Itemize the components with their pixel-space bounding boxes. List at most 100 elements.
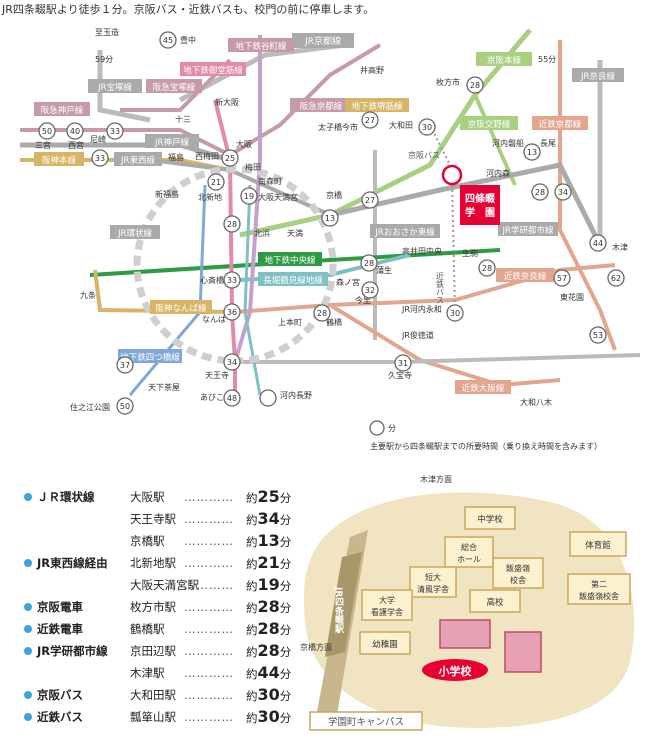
school-label-line2: 学 園 xyxy=(465,206,495,219)
svg-text:28: 28 xyxy=(535,188,545,197)
legend-circle xyxy=(369,420,385,436)
time-row-value: 約34分 xyxy=(246,508,291,531)
time-row-minutes: 44 xyxy=(257,663,280,682)
stn-toyonaka: 豊中 xyxy=(180,35,196,45)
stn-uehommachi: 上本町 xyxy=(278,317,302,327)
bldg-univ-2: 看護学舎 xyxy=(371,607,403,617)
station-labels: 新大阪 十三 大阪 梅田 西梅田 北新地 福島 新福島 南森町 大阪天満宮 天満… xyxy=(35,35,628,412)
line-labels: JR京都線 地下鉄谷町線 地下鉄御堂筋線 JR宝塚線 阪急宝塚線 阪急神戸線 阪… xyxy=(34,33,624,394)
time-row-line: JR東西線経由 xyxy=(37,556,108,570)
label-subway-sakaisuji: 地下鉄堺筋線 xyxy=(351,101,403,112)
time-row-line: 近鉄電車 xyxy=(37,622,83,636)
stn-nishi-umeda: 西梅田 xyxy=(195,151,219,161)
campus-road-kyobashi: 京橋方面 xyxy=(300,642,332,652)
svg-text:34: 34 xyxy=(558,188,568,197)
stn-taishibashi: 太子橋今市 xyxy=(318,122,358,132)
bldg-second: 第二 xyxy=(591,579,607,589)
time-row-unit: 分 xyxy=(279,623,292,637)
time-row-minutes: 19 xyxy=(257,575,280,594)
svg-text:21: 21 xyxy=(211,178,221,187)
bldg-college-2: 清風学舎 xyxy=(417,584,449,594)
time-row-value: 約19分 xyxy=(246,574,291,597)
bldg-iimori-2: 校舎 xyxy=(510,575,526,585)
time-row-unit: 分 xyxy=(279,579,292,593)
stn-kawachi-eiwa: JR河内永和 xyxy=(401,304,442,314)
time-row-unit: 分 xyxy=(279,667,292,681)
time-row: 京橋駅…………約13分 xyxy=(24,530,304,552)
line-jr-yamatoji xyxy=(235,353,641,364)
time-row-unit: 分 xyxy=(279,711,292,725)
stn-yamatoyagi: 大和八木 xyxy=(520,397,552,407)
line-hankyu-takarazuka xyxy=(120,58,232,112)
bldg-elem-badge xyxy=(422,659,488,681)
label-keihan: 京阪本線 xyxy=(487,55,522,66)
route-map: JR京都線 地下鉄谷町線 地下鉄御堂筋線 JR宝塚線 阪急宝塚線 阪急神戸線 阪… xyxy=(20,27,641,451)
line-keihan xyxy=(239,28,532,238)
svg-text:44: 44 xyxy=(593,239,603,248)
svg-text:28: 28 xyxy=(482,264,492,273)
time-row-station: 大和田駅 xyxy=(130,688,176,702)
svg-text:27: 27 xyxy=(365,116,375,125)
legend-note: 主要駅から四条畷駅までの所要時間（乗り換え時間を含みます） xyxy=(370,441,602,451)
label-kintetsu-nara: 近鉄奈良線 xyxy=(504,271,547,282)
svg-text:34: 34 xyxy=(227,358,237,367)
svg-text:28: 28 xyxy=(470,81,480,90)
stn-kitahama: 北浜 xyxy=(254,228,270,238)
time-row-station: 木津駅 xyxy=(130,666,165,680)
stn-kusaka: 久宝寺 xyxy=(388,370,412,380)
svg-text:13: 13 xyxy=(527,148,537,157)
label-jr-nara: JR奈良線 xyxy=(580,71,615,82)
time-row-prefix: 約 xyxy=(246,557,258,571)
time-row-leader: ………… xyxy=(184,688,234,702)
bldg-hall-2: ホール xyxy=(457,555,481,564)
bldg-second-2: 飯盛嶺校舎 xyxy=(579,591,619,601)
stn-kyobashi: 京橋 xyxy=(326,190,342,200)
stn-namba: なんば xyxy=(202,315,226,324)
time-row-station: 北新地駅 xyxy=(130,556,176,570)
label-hanshin-namba: 阪神なんば線 xyxy=(155,303,207,314)
stn-shunkujo: JR俊徳道 xyxy=(401,330,434,340)
line-jr-gakken xyxy=(329,162,603,247)
campus-map: JR四条畷駅 木津方面 京橋方面 中学校 総合 ホール 体育館 短大 清風学舎 … xyxy=(300,474,635,731)
bldg-univ: 大学 xyxy=(379,595,395,605)
stn-tennoji: 天王寺 xyxy=(205,371,229,380)
label-hankyu-kyoto: 阪急京都線 xyxy=(300,101,343,112)
svg-text:48: 48 xyxy=(227,394,237,403)
stn-imazato: 今里 xyxy=(355,295,371,305)
time-row-line: JR学研都市線 xyxy=(37,644,108,658)
time-row-minutes: 28 xyxy=(257,597,280,616)
svg-text:45: 45 xyxy=(163,36,173,45)
line-subway-sakaisuji xyxy=(243,184,262,396)
stn-osaka: 大阪 xyxy=(236,139,252,149)
time-row-line: 京阪電車 xyxy=(37,600,83,614)
time-row: 天王寺駅…………約34分 xyxy=(24,508,304,530)
time-row-minutes: 21 xyxy=(257,553,280,572)
time-row-unit: 分 xyxy=(279,535,292,549)
line-jr-takarazuka xyxy=(97,50,151,123)
time-row: 木津駅…………約44分 xyxy=(24,662,304,684)
label-jr-kobe: JR神戸線 xyxy=(154,137,189,148)
time-row-unit: 分 xyxy=(279,689,292,703)
time-row-leader: ………… xyxy=(184,622,234,636)
time-row-minutes: 28 xyxy=(257,641,280,660)
time-row-line: ＪＲ環状線 xyxy=(37,490,95,504)
dir-55-min: 55分 xyxy=(538,55,556,64)
bullet-dot-icon xyxy=(24,691,32,699)
svg-text:53: 53 xyxy=(593,331,603,340)
time-row: 京阪バス大和田駅…………約30分 xyxy=(24,684,304,706)
stn-osaka-tenmangu: 大阪天満宮 xyxy=(258,192,298,202)
stn-ikoma: 生駒 xyxy=(462,248,478,258)
svg-text:25: 25 xyxy=(225,154,235,163)
label-subway-chuo: 地下鉄中央線 xyxy=(264,255,316,266)
time-row-value: 約21分 xyxy=(246,552,291,575)
time-row-minutes: 30 xyxy=(257,685,280,704)
bullet-dot-icon xyxy=(24,625,32,633)
time-row-value: 約13分 xyxy=(246,530,291,553)
line-subway-chuo xyxy=(89,248,501,277)
line-jr-kyoto xyxy=(178,42,346,103)
label-hanshin: 阪神本線 xyxy=(42,155,77,166)
stn-tengachaya: 天下茶屋 xyxy=(148,382,180,392)
bldg-elem: 小学校 xyxy=(438,664,473,678)
label-subway-midosuji: 地下鉄御堂筋線 xyxy=(183,65,243,76)
stn-kawachi-iwafune: 河内磐船 xyxy=(492,138,524,148)
